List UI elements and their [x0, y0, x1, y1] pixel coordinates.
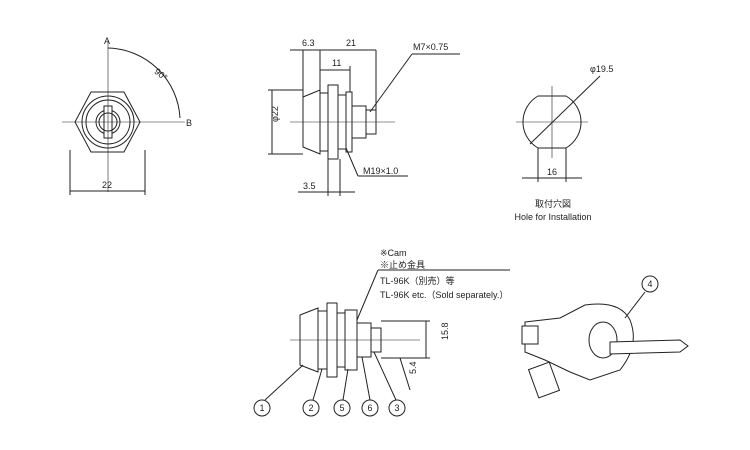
callout-3: 3: [388, 399, 406, 417]
note-stop-ja: ※止め金具: [380, 259, 425, 270]
svg-text:4: 4: [647, 279, 652, 289]
dim-front: 6.3: [302, 38, 315, 48]
assembly-view: ※Cam ※止め金具 TL-96K（別売）等 TL-96K etc.（Sold …: [264, 248, 510, 401]
dim-offset: 5.4: [408, 361, 418, 374]
hole-view: φ19.5 16 取付穴図 Hole for Installation: [514, 64, 613, 222]
svg-text:2: 2: [308, 403, 313, 413]
thread-large: M19×1.0: [363, 166, 398, 176]
callout-1: 1: [253, 399, 271, 417]
note-cam: ※Cam: [380, 248, 407, 258]
dim-total: 21: [346, 38, 356, 48]
label-b: B: [186, 118, 192, 128]
callout-2: 2: [302, 399, 320, 417]
width-dim: 22: [102, 180, 112, 190]
dim-height: 15.8: [440, 322, 450, 340]
key-drawing: [521, 291, 689, 399]
hole-diameter: φ19.5: [590, 64, 613, 74]
thread-small: M7×0.75: [413, 42, 448, 52]
svg-text:5: 5: [339, 403, 344, 413]
dim-step: 3.5: [303, 181, 316, 191]
dim-mid: 11: [332, 58, 341, 68]
svg-text:3: 3: [394, 403, 399, 413]
note-ja: TL-96K（別売）等: [380, 275, 455, 286]
hole-width: 16: [547, 167, 557, 177]
diameter-dim: φ22: [270, 106, 280, 122]
callout-4: 4: [641, 275, 659, 293]
callout-6: 6: [361, 399, 379, 417]
svg-text:1: 1: [259, 403, 264, 413]
hole-title-ja: 取付穴図: [535, 198, 571, 209]
hole-title-en: Hole for Installation: [514, 212, 591, 222]
note-en: TL-96K etc.（Sold separately.）: [380, 290, 508, 300]
front-view: A B 90° 22: [62, 36, 192, 195]
svg-text:6: 6: [367, 403, 372, 413]
angle-arc: [107, 47, 181, 119]
label-a: A: [104, 36, 110, 46]
side-view: 6.3 21 11 M7×0.75 φ22 M19×1.0 3.5: [268, 38, 460, 196]
callout-5: 5: [333, 399, 351, 417]
